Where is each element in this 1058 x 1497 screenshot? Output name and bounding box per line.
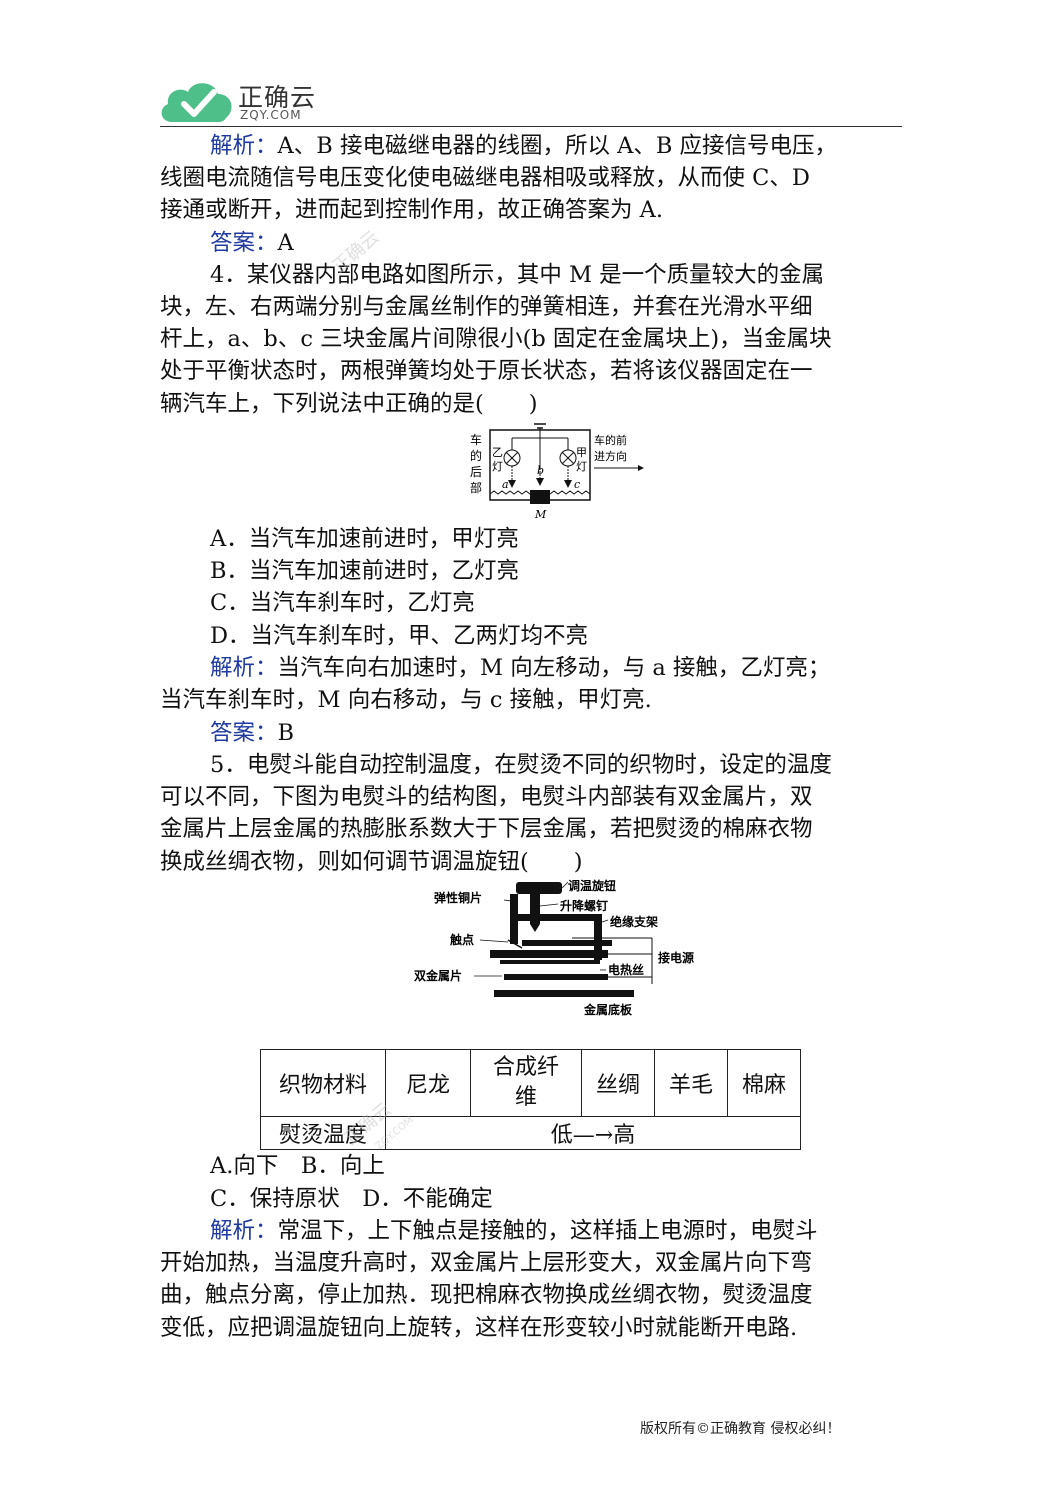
logo-subtext: ZQY.COM bbox=[240, 108, 302, 122]
header-divider bbox=[160, 126, 902, 127]
lamp-right-icon bbox=[559, 449, 577, 467]
svg-text:乙: 乙 bbox=[492, 446, 503, 459]
table-cell-synthetic: 合成纤维 bbox=[470, 1049, 582, 1117]
svg-text:进方向: 进方向 bbox=[594, 449, 627, 463]
q3-analysis-line-1: 解析：A、B 接电磁继电器的线圈，所以 A、B 应接信号电压， bbox=[210, 133, 838, 159]
svg-text:灯: 灯 bbox=[576, 460, 587, 473]
q4-stem-line-3: 杆上，a、b、c 三块金属片间隙很小(b 固定在金属块上)，当金属块 bbox=[160, 326, 832, 352]
logo-text: 正确云 bbox=[238, 83, 317, 112]
svg-text:接电源: 接电源 bbox=[658, 950, 694, 965]
svg-text:甲: 甲 bbox=[576, 446, 587, 459]
svg-text:车: 车 bbox=[470, 432, 482, 447]
svg-text:金属底板: 金属底板 bbox=[583, 1002, 633, 1017]
table-header-temperature: 熨烫温度 bbox=[260, 1116, 386, 1150]
q3-answer: 答案：A bbox=[210, 230, 294, 256]
svg-text:触点: 触点 bbox=[450, 932, 474, 947]
q3-analysis-line-2: 线圈电流随信号电压变化使电磁继电器相吸或释放，从而使 C、D bbox=[160, 165, 810, 191]
q5-analysis-line-1: 解析：常温下，上下触点是接触的，这样插上电源时，电熨斗 bbox=[210, 1218, 818, 1244]
svg-text:a: a bbox=[502, 478, 509, 491]
table-cell-wool: 羊毛 bbox=[654, 1049, 728, 1117]
q5-analysis-line-3: 曲，触点分离，停止加热．现把棉麻衣物换成丝绸衣物，熨烫温度 bbox=[160, 1282, 813, 1308]
svg-text:调温旋钮: 调温旋钮 bbox=[568, 878, 616, 893]
q5-stem-line-2: 可以不同，下图为电熨斗的结构图，电熨斗内部装有双金属片，双 bbox=[160, 784, 813, 810]
svg-text:b: b bbox=[537, 464, 544, 477]
q5-stem-line-1: 5．电熨斗能自动控制温度，在熨烫不同的织物时，设定的温度 bbox=[210, 752, 832, 778]
footer-copyright: 版权所有©正确教育 侵权必纠！ bbox=[640, 1421, 841, 1437]
fabric-temperature-table: 织物材料 尼龙 合成纤维 丝绸 羊毛 棉麻 熨烫温度 低—→高 bbox=[260, 1049, 801, 1150]
lamp-left-icon bbox=[503, 449, 521, 467]
q4-circuit-diagram: 车 的 后 部 乙 灯 甲 灯 b a c M 车的前 进方向 bbox=[470, 423, 644, 521]
table-cell-nylon: 尼龙 bbox=[385, 1049, 471, 1117]
q3-analysis-line-3: 接通或断开，进而起到控制作用，故正确答案为 A. bbox=[160, 197, 664, 223]
svg-text:弹性铜片: 弹性铜片 bbox=[434, 890, 482, 905]
q4-stem-line-1: 4．某仪器内部电路如图所示，其中 M 是一个质量较大的金属 bbox=[210, 262, 825, 288]
q5-stem-line-4: 换成丝绸衣物，则如何调节调温旋钮( ) bbox=[160, 849, 583, 875]
svg-text:车的前: 车的前 bbox=[594, 433, 627, 447]
q4-stem-line-2: 块，左、右两端分别与金属丝制作的弹簧相连，并套在光滑水平细 bbox=[160, 294, 813, 320]
q4-analysis-line-2: 当汽车刹车时，M 向右移动，与 c 接触，甲灯亮. bbox=[160, 687, 652, 713]
svg-text:双金属片: 双金属片 bbox=[414, 968, 462, 983]
svg-text:灯: 灯 bbox=[492, 460, 503, 473]
table-cell-silk: 丝绸 bbox=[581, 1049, 655, 1117]
svg-text:M: M bbox=[534, 508, 547, 521]
q4-option-a: A．当汽车加速前进时，甲灯亮 bbox=[210, 526, 519, 552]
q4-option-b: B．当汽车加速前进时，乙灯亮 bbox=[210, 558, 520, 584]
q4-stem-line-4: 处于平衡状态时，两根弹簧均处于原长状态，若将该仪器固定在一 bbox=[160, 358, 813, 384]
table-cell-temp-range: 低—→高 bbox=[385, 1116, 801, 1150]
q5-iron-structure-diagram: 调温旋钮 升降螺钉 弹性铜片 绝缘支架 触点 接电源 双金属片 电热丝 金属底板 bbox=[414, 878, 694, 1017]
q5-analysis-line-2: 开始加热，当温度升高时，双金属片上层形变大，双金属片向下弯 bbox=[160, 1250, 813, 1276]
table-cell-cotton: 棉麻 bbox=[727, 1049, 801, 1117]
q5-analysis-line-4: 变低，应把调温旋钮向上旋转，这样在形变较小时就能断开电路. bbox=[160, 1315, 798, 1341]
svg-text:电热丝: 电热丝 bbox=[608, 962, 644, 977]
svg-text:后: 后 bbox=[470, 465, 482, 479]
q4-answer: 答案：B bbox=[210, 720, 295, 746]
svg-text:c: c bbox=[574, 478, 580, 491]
logo-cloud-icon bbox=[161, 83, 232, 122]
q5-options-line-2: C．保持原状 D．不能确定 bbox=[210, 1186, 493, 1212]
svg-text:的: 的 bbox=[470, 448, 482, 463]
q4-analysis-line-1: 解析：当汽车向右加速时，M 向左移动，与 a 接触，乙灯亮； bbox=[210, 655, 831, 681]
table-header-fabric: 织物材料 bbox=[260, 1049, 386, 1117]
svg-text:升降螺钉: 升降螺钉 bbox=[560, 898, 608, 913]
q4-option-d: D．当汽车刹车时，甲、乙两灯均不亮 bbox=[210, 623, 589, 649]
q5-options-line-1: A.向下 B．向上 bbox=[210, 1153, 385, 1179]
svg-text:部: 部 bbox=[470, 480, 482, 495]
svg-text:绝缘支架: 绝缘支架 bbox=[610, 914, 658, 929]
q5-stem-line-3: 金属片上层金属的热膨胀系数大于下层金属，若把熨烫的棉麻衣物 bbox=[160, 816, 813, 842]
q4-option-c: C．当汽车刹车时，乙灯亮 bbox=[210, 590, 475, 616]
q4-stem-line-5: 辆汽车上，下列说法中正确的是( ) bbox=[160, 391, 538, 417]
